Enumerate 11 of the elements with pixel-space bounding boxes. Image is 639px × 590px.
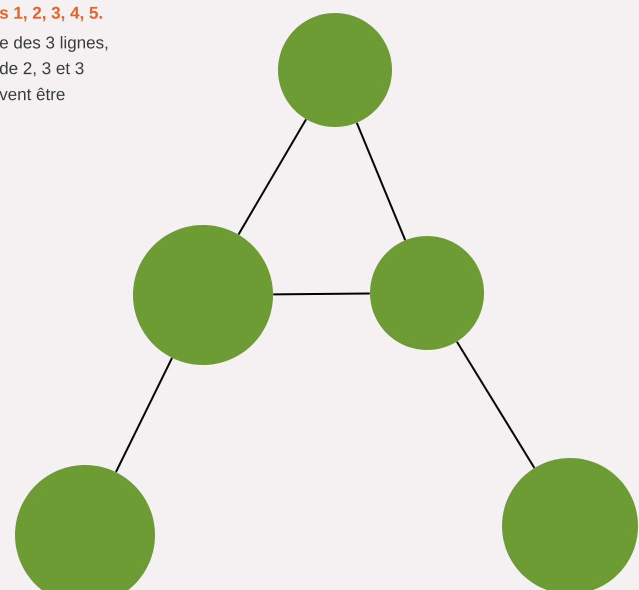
text-line: e des 3 lignes,	[0, 36, 108, 52]
circle-node	[133, 225, 273, 365]
text-line: s 1, 2, 3, 4, 5.	[0, 6, 102, 22]
connector-line	[356, 122, 406, 240]
circle-node	[370, 236, 484, 350]
circle-node	[278, 13, 392, 127]
text-line: de 2, 3 et 3	[0, 62, 84, 76]
connector-line	[273, 292, 370, 296]
connector-line	[456, 341, 536, 468]
connector-line	[238, 118, 307, 235]
connector-line	[115, 358, 173, 472]
